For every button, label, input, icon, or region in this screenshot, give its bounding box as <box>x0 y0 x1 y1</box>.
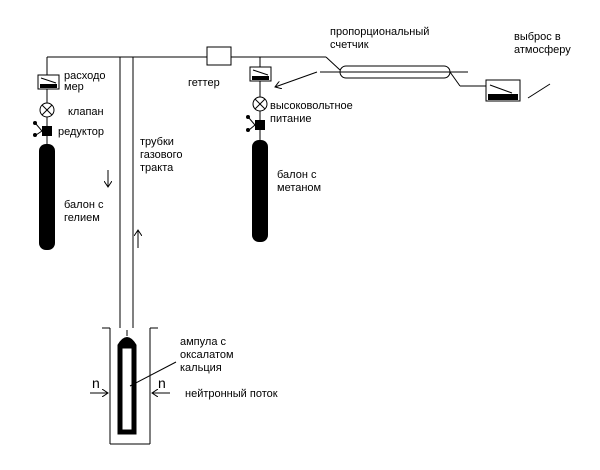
flowmeter <box>37 74 60 90</box>
flowmeter-label-2: мер <box>64 81 84 93</box>
exhaust-label-2: атмосферу <box>514 44 571 56</box>
ampoule-label-2: оксалатом <box>180 349 234 361</box>
ampoule-label-3: кальция <box>180 362 222 374</box>
exhaust-outlet <box>527 83 551 99</box>
hv-arrow <box>275 71 318 87</box>
counter-label-2: счетчик <box>330 39 369 51</box>
tubes-label-3: тракта <box>140 162 174 174</box>
getter <box>206 46 232 66</box>
neutron-flux-label: нейтронный поток <box>185 388 278 400</box>
getter-label: геттер <box>188 77 220 89</box>
reducer-label: редуктор <box>58 126 104 138</box>
ampoule <box>117 330 137 435</box>
tubes-label-1: трубки <box>140 136 174 148</box>
helium-cylinder-label-2: гелием <box>64 212 100 224</box>
valve-helium <box>39 102 55 118</box>
methane-cylinder-label-2: метаном <box>277 182 321 194</box>
ampoule-container <box>102 327 158 445</box>
ampoule-leader <box>129 361 177 387</box>
exhaust-flowmeter <box>485 79 521 102</box>
reducer-methane <box>246 115 265 132</box>
gas-tract-tubes <box>46 56 207 328</box>
flowmeter-methane <box>249 66 272 82</box>
hv-label-1: высоковольтное <box>270 100 353 112</box>
methane-cylinder-label-1: балон с <box>277 169 317 181</box>
methane-cylinder <box>252 140 268 242</box>
exhaust-line <box>449 71 486 87</box>
counter-label-1: пропорциональный <box>330 26 429 38</box>
neutron-symbol-right: n <box>158 375 166 391</box>
flowmeter-label-1: расходо <box>64 70 106 82</box>
hv-label-2: питание <box>270 113 311 125</box>
neutron-symbol-left: n <box>92 375 100 391</box>
ampoule-label-1: ампула с <box>180 336 226 348</box>
valve-label: клапан <box>68 106 104 118</box>
proportional-counter <box>320 56 468 79</box>
helium-cylinder <box>39 144 55 250</box>
valve-methane <box>252 96 268 112</box>
exhaust-label-1: выброс в <box>514 31 561 43</box>
reducer-helium <box>33 121 52 137</box>
tubes-label-2: газового <box>140 149 183 161</box>
helium-cylinder-label-1: балон с <box>64 199 104 211</box>
